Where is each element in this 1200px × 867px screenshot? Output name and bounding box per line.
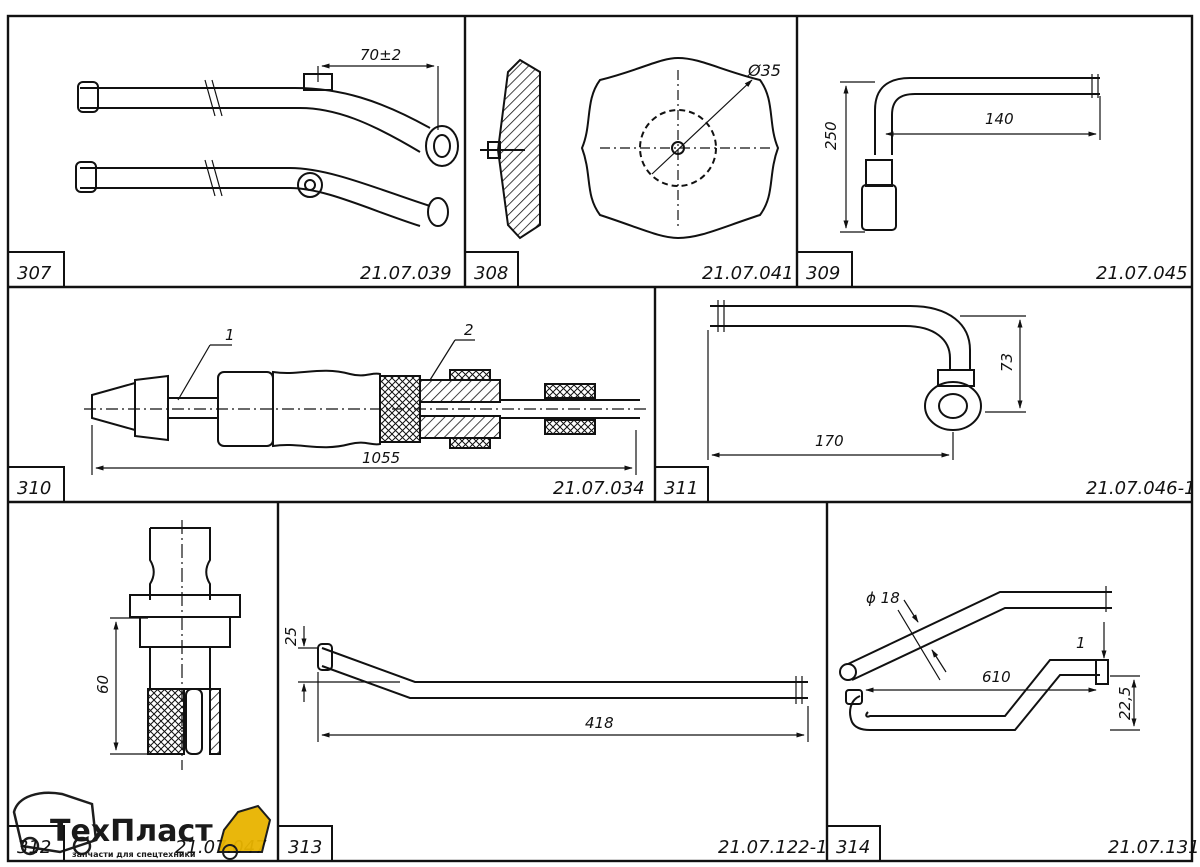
- part-307-code: 21.07.039: [360, 263, 452, 284]
- part-308-drawing: [480, 56, 780, 240]
- part-314-dim-length: 610: [982, 668, 1011, 686]
- techplast-logo: [12, 791, 272, 860]
- part-310-callout-1: 1: [225, 326, 235, 344]
- logo-tagline: запчасти для спецтехники: [72, 850, 196, 859]
- part-308-dim: Ø35: [747, 61, 781, 80]
- part-308-number: 308: [474, 263, 508, 284]
- part-314-number: 314: [836, 837, 870, 858]
- part-307-number: 307: [17, 263, 52, 284]
- part-313-drawing: [298, 626, 809, 742]
- part-310-code: 21.07.034: [553, 478, 645, 499]
- part-310-dim: 1055: [362, 449, 400, 467]
- part-311-dim-height: 73: [998, 353, 1016, 372]
- part-312-dim: 60: [94, 675, 112, 694]
- part-309-code: 21.07.045: [1096, 263, 1188, 284]
- part-307-dim: 70±2: [360, 46, 401, 64]
- part-314-dim-height: 22,5: [1116, 687, 1134, 720]
- part-309-dim-height: 250: [822, 121, 840, 150]
- part-311-code: 21.07.046-1: [1086, 478, 1196, 499]
- part-310-number: 310: [17, 478, 51, 499]
- part-311-number: 311: [664, 478, 698, 499]
- part-311-dim-length: 170: [815, 432, 844, 450]
- part-310-callout-2: 2: [464, 321, 474, 339]
- part-309-drawing: [840, 74, 1101, 233]
- logo-brand-text: ТехПласт: [50, 814, 213, 849]
- part-314-code: 21.07.131: [1108, 837, 1200, 858]
- part-313-dim-length: 418: [585, 714, 614, 732]
- grid-frame: [6, 14, 1194, 863]
- part-310-drawing: [84, 339, 650, 475]
- part-314-callout-1: 1: [1076, 634, 1086, 652]
- part-313-code: 21.07.122-1: [718, 837, 828, 858]
- part-314-dim-diameter: ϕ 18: [866, 589, 900, 607]
- part-309-number: 309: [806, 263, 840, 284]
- part-314-drawing: [839, 586, 1140, 731]
- part-307-drawing: [75, 63, 459, 227]
- part-309-dim-length: 140: [985, 110, 1014, 128]
- part-313-dim-height: 25: [282, 627, 300, 646]
- part-313-number: 313: [288, 837, 322, 858]
- part-312-drawing: [110, 520, 241, 770]
- part-311-drawing: [707, 300, 1026, 460]
- part-308-code: 21.07.041: [702, 263, 794, 284]
